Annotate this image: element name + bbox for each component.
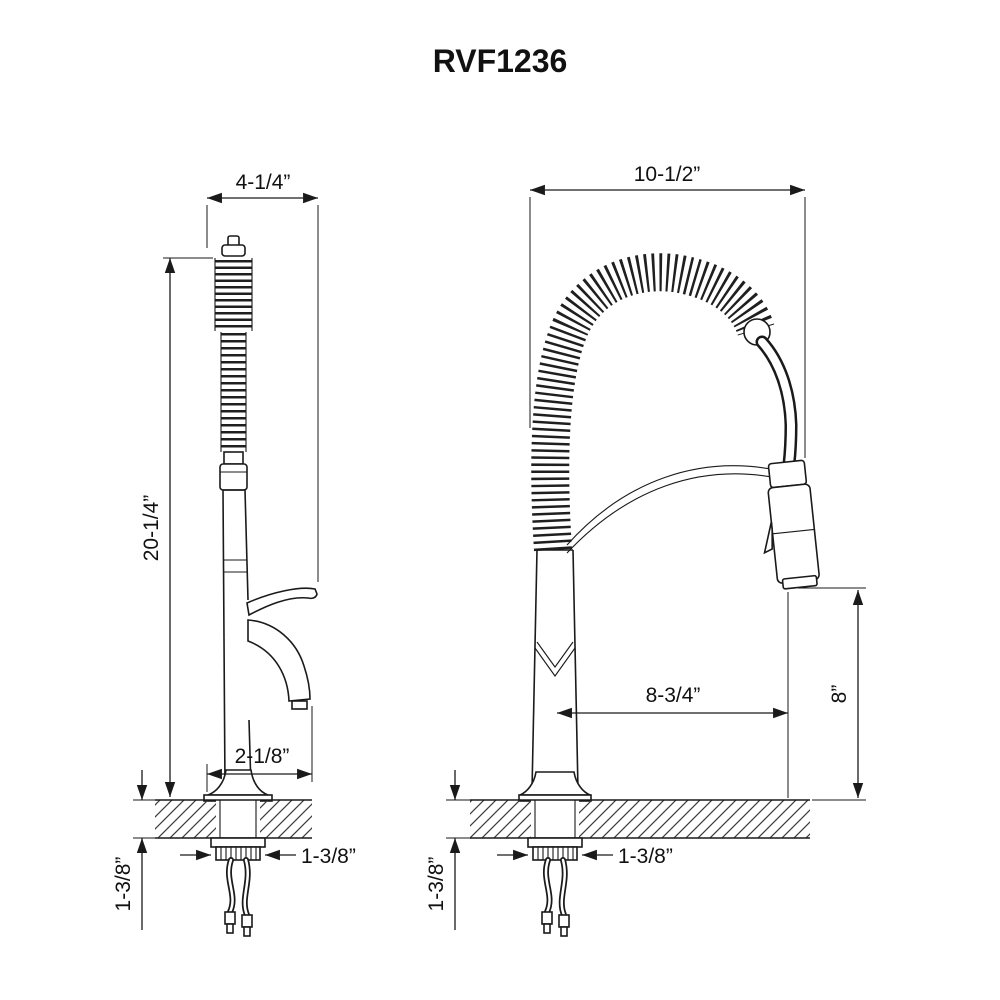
right-shank-label: 1-3/8”: [618, 845, 673, 868]
left-dim-shank: 1-3/8”: [180, 845, 356, 868]
right-deck-thickness-label: 1-3/8”: [425, 857, 448, 912]
right-spray-reach-label: 8-3/4”: [646, 684, 701, 707]
right-dim-deck-thickness: 1-3/8”: [425, 770, 470, 930]
left-lever-handle: [246, 587, 318, 617]
left-spout: [247, 619, 311, 702]
spray-head-clip: [763, 521, 773, 555]
left-dim-deck-thickness: 1-3/8”: [112, 770, 155, 930]
left-deck-thickness-label: 1-3/8”: [112, 857, 135, 912]
left-top-width-label: 4-1/4”: [236, 171, 291, 194]
left-mounting-nut: [215, 846, 261, 861]
right-spray-head: [763, 459, 820, 590]
left-deck: [155, 799, 312, 839]
left-body-right-edge-upper: [244, 489, 249, 601]
left-hose-fitting-2: [241, 914, 253, 928]
right-hose-fitting-1: [541, 911, 553, 925]
right-underdeck: [527, 837, 583, 937]
right-dim-shank: 1-3/8”: [497, 845, 673, 868]
left-overall-height-label: 20-1/4”: [140, 495, 163, 562]
left-underdeck: [210, 837, 266, 937]
left-coil-top-collar: [221, 244, 246, 257]
right-washer: [527, 837, 583, 848]
right-faucet-body: [518, 549, 592, 802]
right-top-width-label: 10-1/2”: [634, 163, 701, 186]
left-hose-fitting-1: [224, 911, 236, 925]
right-inner-hose: [566, 465, 777, 546]
right-body-chevron: [534, 647, 576, 677]
left-wand-connector: [223, 451, 244, 465]
left-washer: [210, 837, 266, 848]
right-hose-fitting-2: [558, 914, 570, 928]
right-deck: [470, 799, 810, 839]
right-outlet-height-label: 8”: [828, 685, 851, 704]
left-wand-dock: [219, 463, 248, 491]
left-shank-label: 1-3/8”: [301, 845, 356, 868]
right-view: 10-1/2” 8-3/4” 8” 1-3/8” 1-3/8”: [425, 163, 866, 937]
left-faucet: [203, 235, 318, 802]
right-spring-coil-arch: [531, 253, 775, 552]
left-spout-reach-label: 2-1/8”: [235, 745, 290, 768]
right-dim-top-width: 10-1/2”: [529, 163, 806, 458]
spray-head-collar: [767, 459, 808, 489]
left-dim-overall-height: 20-1/4”: [140, 257, 213, 797]
left-view: 4-1/4” 20-1/4” 2-1/8” 1-3/8” 1-3/8”: [112, 171, 356, 937]
left-dim-spout-reach: 2-1/8”: [206, 706, 313, 792]
left-body-left-edge: [222, 489, 226, 789]
left-dim-top-width: 4-1/4”: [206, 171, 319, 582]
right-deck-hatch: [470, 800, 810, 838]
drawing-title: RVF1236: [433, 43, 568, 79]
spray-head-face: [781, 574, 818, 590]
left-aerator: [291, 700, 308, 710]
right-dim-spray-reach: 8-3/4”: [557, 592, 789, 798]
right-mounting-nut: [532, 846, 578, 861]
right-base-flare: [519, 771, 591, 796]
right-dim-outlet-height: 8”: [798, 587, 866, 801]
